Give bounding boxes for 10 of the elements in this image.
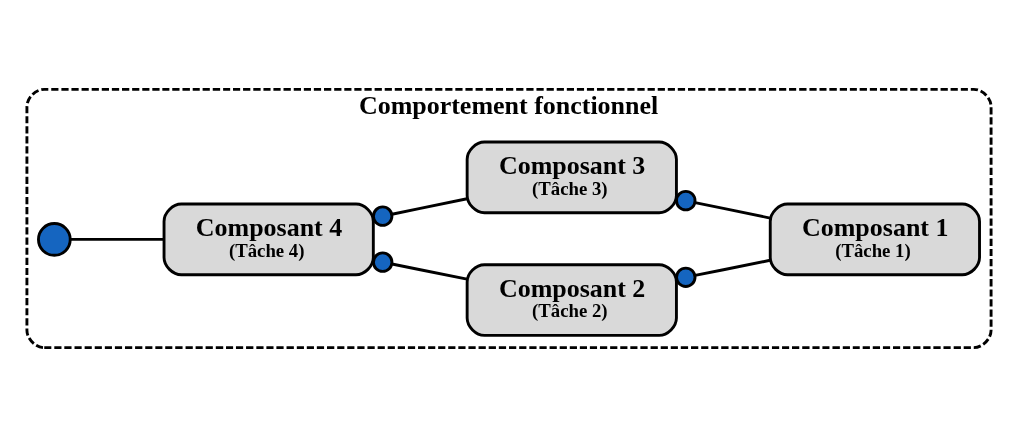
node-box: Composant 2 (Tâche 2) xyxy=(465,263,678,337)
connector xyxy=(675,258,771,288)
node-box: Composant 4 (Tâche 4) xyxy=(162,202,375,277)
node-box: Composant 3 (Tâche 3) xyxy=(465,140,678,215)
connector xyxy=(372,197,468,227)
connector xyxy=(372,251,468,281)
node-circle xyxy=(37,222,72,257)
connector xyxy=(675,189,771,220)
connector xyxy=(70,238,164,241)
node-box: Composant 1 (Tâche 1) xyxy=(768,202,981,277)
